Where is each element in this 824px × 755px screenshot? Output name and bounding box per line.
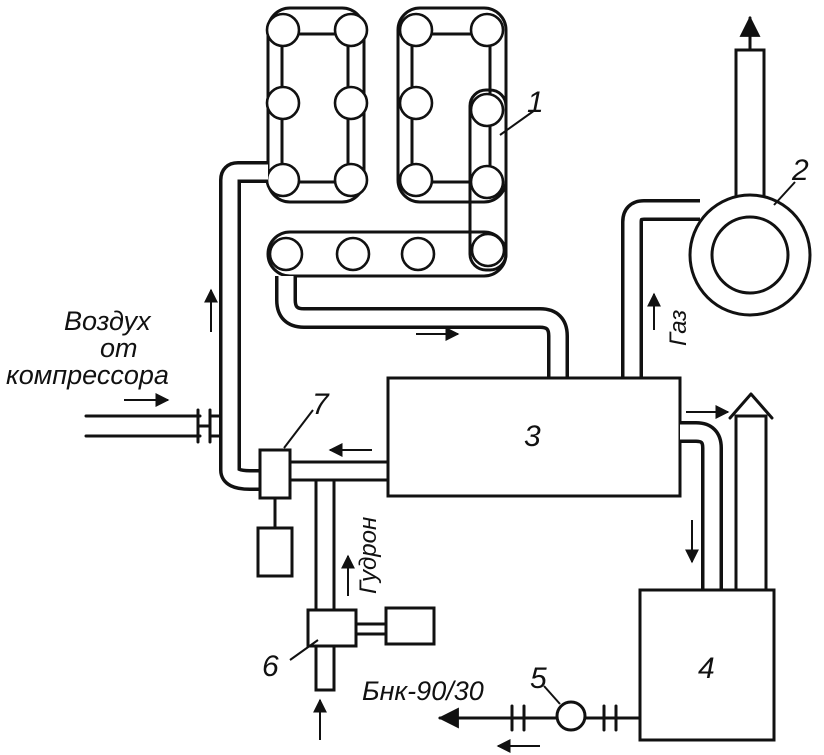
air-inlet-pipe xyxy=(84,408,222,444)
flow-arrows xyxy=(124,288,730,753)
air-riser-pipe xyxy=(219,161,268,491)
mixer-7 xyxy=(256,409,314,578)
label-4: 4 xyxy=(698,652,715,685)
coil-heater-1 xyxy=(265,6,536,278)
label-7: 7 xyxy=(312,388,330,421)
label-5: 5 xyxy=(530,662,547,695)
heater-outlet-pipe xyxy=(275,276,569,378)
label-air-line3: компрессора xyxy=(6,360,169,390)
reactor-to-mixer-pipe xyxy=(288,460,390,482)
product-line xyxy=(437,685,642,732)
label-2: 2 xyxy=(791,154,809,187)
reactor-to-receiver-pipe xyxy=(680,392,774,594)
coil-balls xyxy=(265,12,506,272)
label-gas: Газ xyxy=(665,310,692,346)
label-1: 1 xyxy=(527,86,544,119)
label-product: Бнк-90/30 xyxy=(362,676,484,706)
label-6: 6 xyxy=(262,650,279,683)
label-3: 3 xyxy=(524,420,541,453)
gas-pipe xyxy=(621,199,700,378)
label-air-line1: Воздух xyxy=(64,306,152,336)
tar-pipe xyxy=(314,478,336,692)
label-air-line2: от xyxy=(100,333,138,363)
furnace-2 xyxy=(688,15,812,317)
reactor-3 xyxy=(386,376,682,498)
receiver-4 xyxy=(638,588,776,742)
label-tar: Гудрон xyxy=(355,517,382,594)
pump-6 xyxy=(289,606,436,661)
